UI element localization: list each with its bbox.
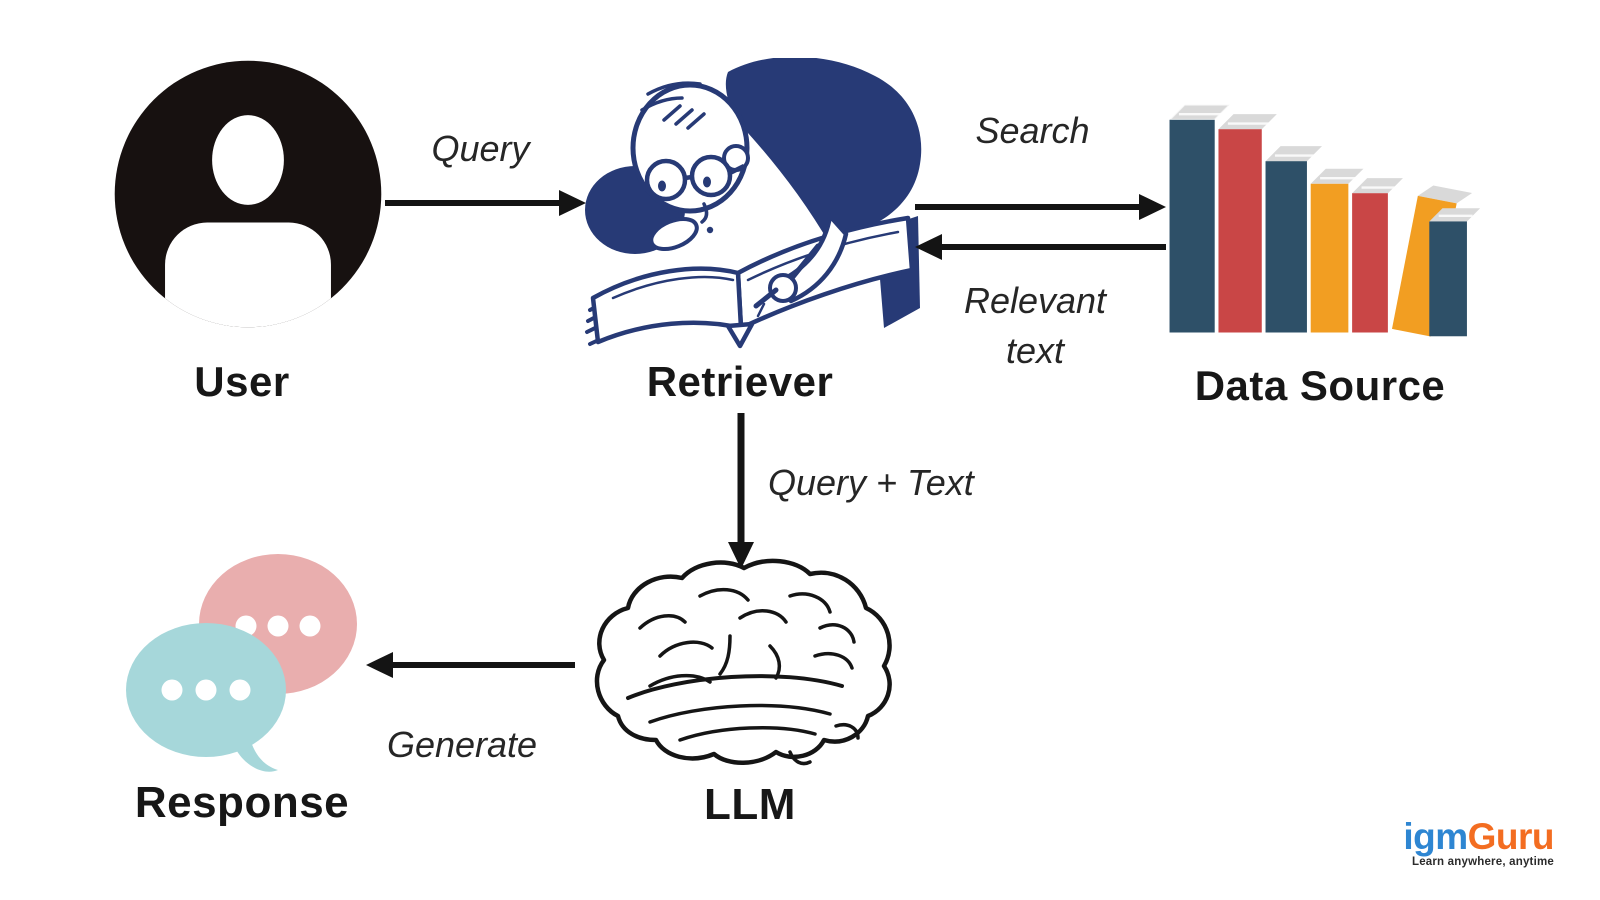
igmguru-logo: igmGuru Learn anywhere, anytime	[1368, 818, 1554, 868]
logo-part-guru: Guru	[1467, 816, 1555, 857]
query-plus-text-edge-label: Query + Text	[768, 462, 974, 503]
llm-label: LLM	[704, 780, 796, 829]
scholar-reading-book-icon	[578, 56, 926, 380]
logo-part-igm: igm	[1403, 816, 1468, 857]
logo-tagline: Learn anywhere, anytime	[1411, 856, 1554, 868]
generate-edge-label: Generate	[386, 724, 538, 765]
query-arrow	[385, 190, 586, 216]
generate-arrow	[366, 652, 575, 678]
relevant-text-arrow	[915, 234, 1166, 260]
data-source-label: Data Source	[1194, 362, 1446, 409]
response-label: Response	[134, 778, 350, 827]
igmguru-logo-text: igmGuru	[1368, 818, 1554, 855]
search-edge-label: Search	[975, 110, 1090, 151]
books-stack-icon	[1162, 70, 1482, 355]
search-arrow	[915, 194, 1166, 220]
query-plus-text-arrow	[728, 413, 754, 569]
retriever-label: Retriever	[646, 358, 834, 405]
brain-icon	[580, 556, 905, 788]
query-edge-label: Query	[431, 128, 530, 169]
user-avatar-icon	[112, 58, 384, 330]
chat-bubbles-icon	[122, 550, 362, 785]
user-label: User	[194, 358, 290, 405]
